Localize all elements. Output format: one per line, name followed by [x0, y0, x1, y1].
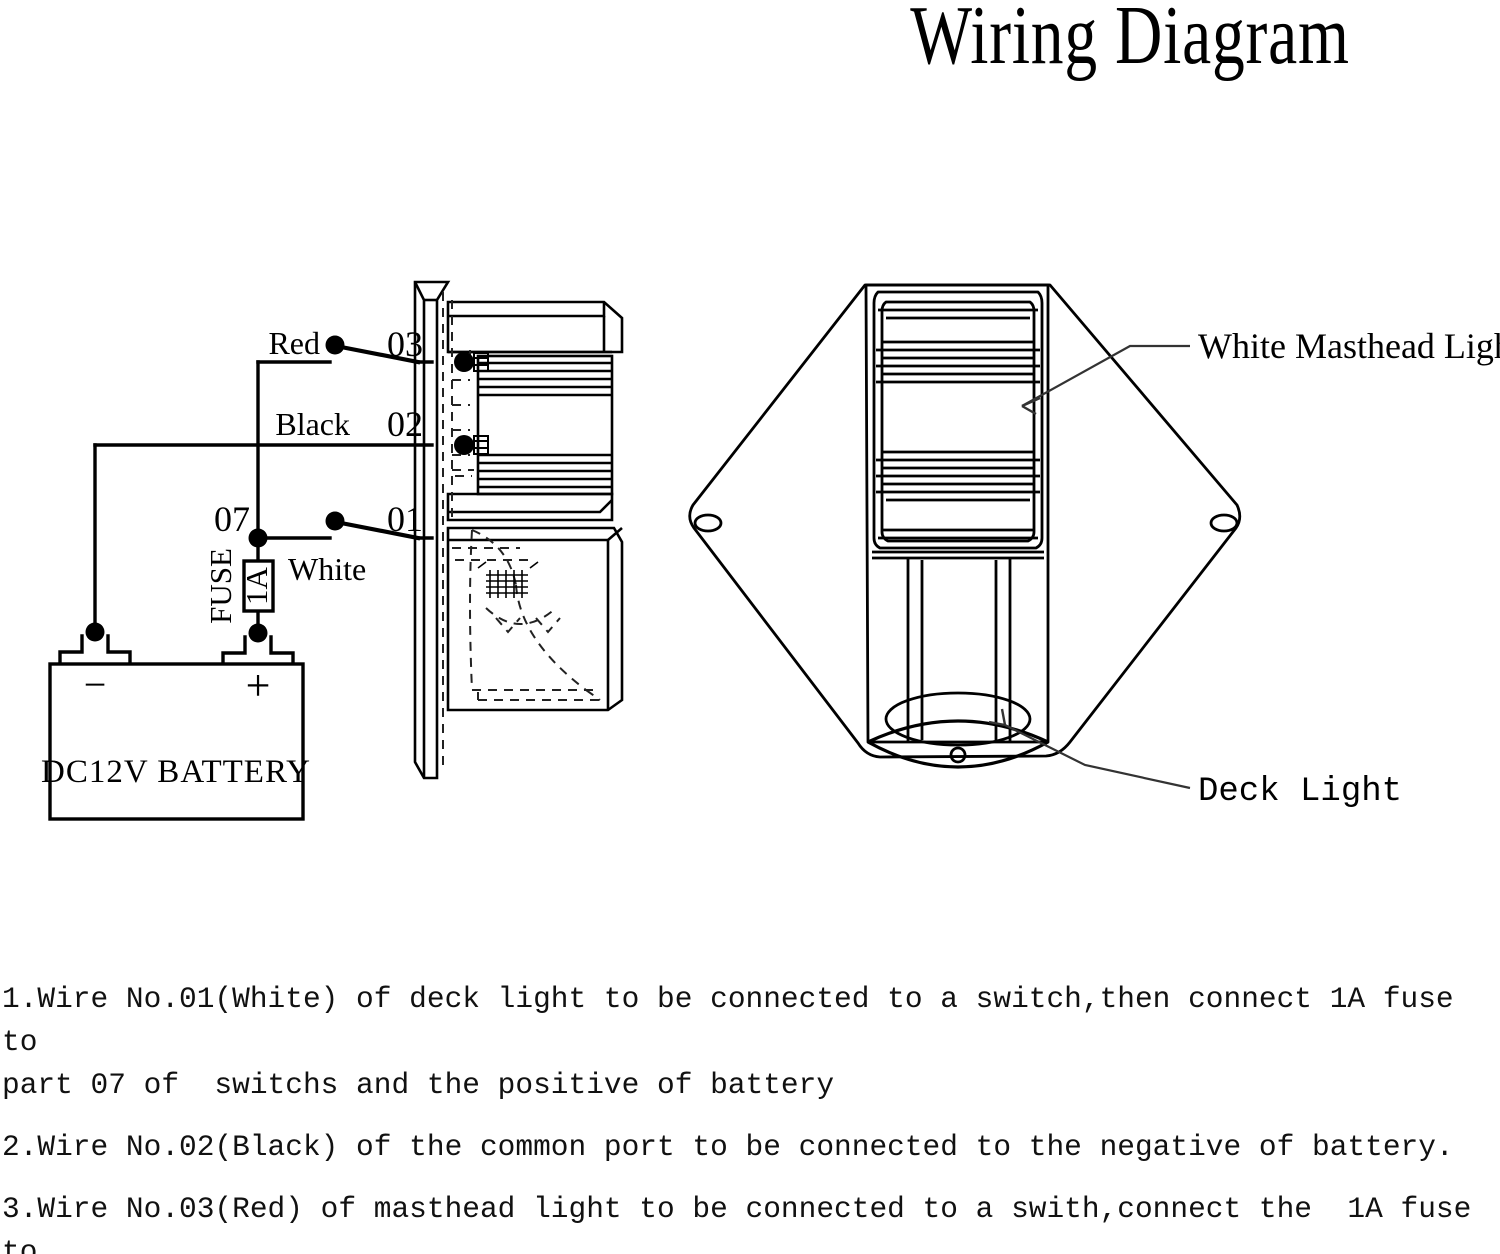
- mounting-plate: [413, 280, 451, 780]
- label-terminal-01: 01: [387, 499, 423, 539]
- terminal-blocks: [473, 352, 489, 455]
- diamond-base-plate: [688, 283, 1242, 759]
- deck-screw-hole: [949, 746, 967, 764]
- switch-pivot-03: [325, 335, 345, 355]
- mount-hole-right: [1209, 513, 1239, 533]
- battery-plus-sign: +: [246, 661, 271, 710]
- battery-body: [48, 662, 305, 821]
- label-red: Red: [268, 325, 320, 361]
- fixture-top-cap: [446, 300, 624, 354]
- leader-masthead: [1021, 344, 1190, 407]
- masthead-lens-front: [872, 290, 1044, 550]
- leader-deck-arrow: [988, 708, 1007, 727]
- battery-label: DC12V BATTERY: [41, 754, 311, 790]
- fuse-body: [242, 559, 275, 613]
- fixture-mid-band: [446, 492, 614, 522]
- fixture-front-view: [688, 283, 1242, 769]
- label-fuse-rating: 1A: [239, 566, 274, 605]
- battery-polarity-marks: − +: [84, 661, 271, 710]
- battery-terminal-posts: [58, 634, 295, 667]
- fixture-body-front: [864, 283, 1050, 744]
- battery-negative-node: [85, 622, 105, 642]
- instruction-notes: 1.Wire No.01(White) of deck light to be …: [2, 978, 1498, 1254]
- label-fuse: FUSE: [203, 548, 238, 624]
- label-terminal-02: 02: [387, 404, 423, 444]
- note-2: 2.Wire No.02(Black) of the common port t…: [2, 1130, 1454, 1164]
- wire-black-02: [93, 443, 434, 634]
- callout-deck-label: Deck Light: [1198, 773, 1402, 811]
- note-3: 3.Wire No.03(Red) of masthead light to b…: [2, 1192, 1472, 1254]
- masthead-lens-side: [476, 354, 614, 496]
- deck-housing-side: [446, 526, 624, 712]
- fixture-side-view: [413, 280, 624, 780]
- deck-lens: [884, 691, 1032, 747]
- deck-light-dome: [867, 691, 1049, 769]
- battery-positive-node: [248, 623, 268, 643]
- battery-minus-sign: −: [84, 662, 107, 707]
- leader-deck: [1004, 724, 1191, 790]
- deck-light-barrel: [872, 550, 1044, 742]
- fixture-terminal-03: [454, 352, 474, 372]
- note-1: 1.Wire No.01(White) of deck light to be …: [2, 982, 1454, 1102]
- switch-pivot-01: [325, 511, 345, 531]
- label-node-07: 07: [214, 499, 250, 539]
- circuit-schematic: [48, 335, 434, 821]
- leader-masthead-arrow: [1021, 396, 1041, 416]
- fixture-terminal-02: [454, 435, 474, 455]
- label-black: Black: [275, 406, 350, 442]
- callout-masthead-label: White Masthead Light: [1198, 326, 1500, 366]
- label-white: White: [288, 551, 366, 587]
- mount-hole-left: [693, 513, 723, 533]
- hidden-detail-lines: [442, 292, 601, 770]
- page-title: Wiring Diagram: [910, 0, 1350, 82]
- label-terminal-03: 03: [387, 324, 423, 364]
- lamp-detail: [477, 561, 539, 598]
- callout-leaders: [988, 344, 1191, 790]
